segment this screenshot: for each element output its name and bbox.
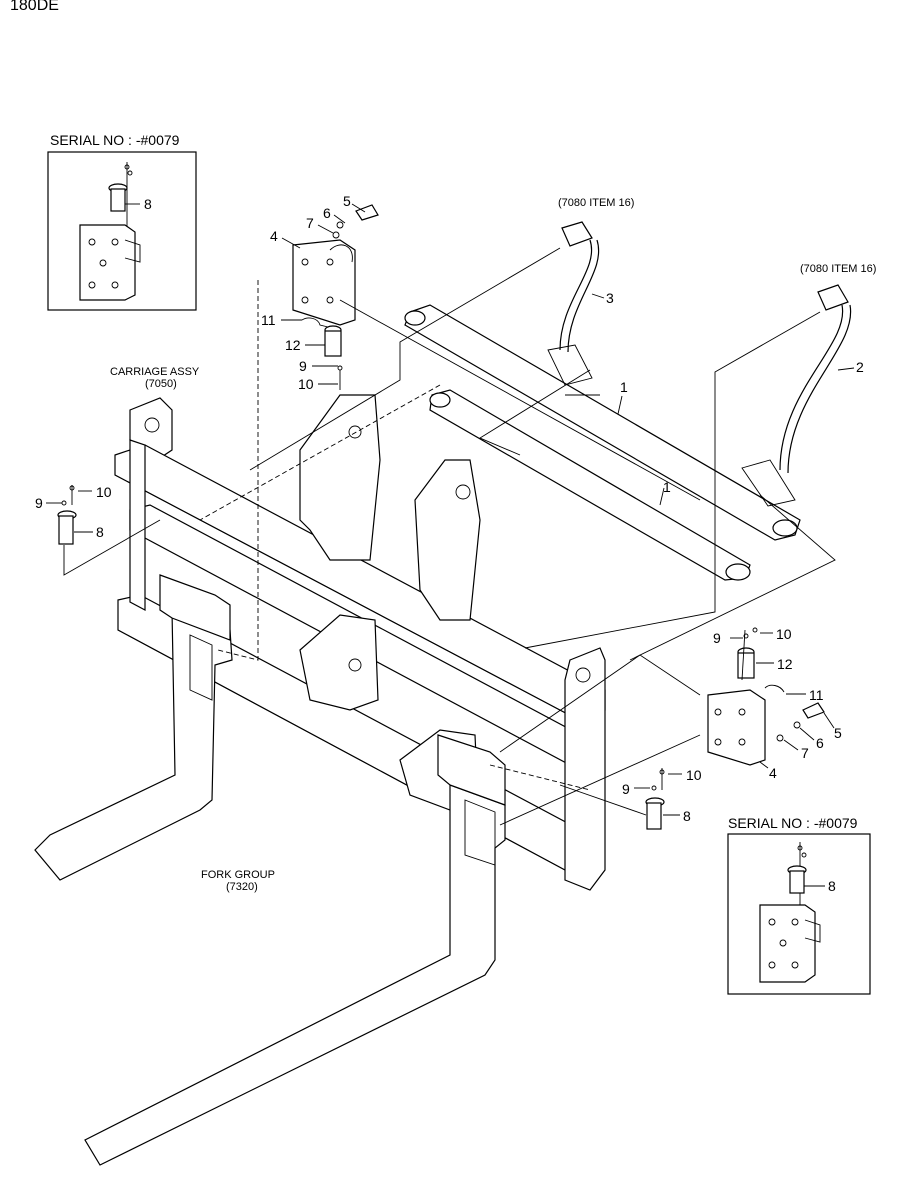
callout-1-lower: 1 — [663, 479, 671, 495]
callout-11-right: 11 — [809, 687, 824, 703]
callout-12-top: 12 — [285, 337, 301, 353]
callout-8-box-top: 8 — [144, 196, 152, 212]
serial-label-lower-right: SERIAL NO : -#0079 — [728, 815, 858, 831]
callout-11-top: 11 — [261, 312, 276, 328]
callout-9-top: 9 — [299, 358, 307, 374]
callout-10-right: 10 — [776, 626, 792, 642]
carriage-assy-ref: (7050) — [145, 378, 177, 390]
serial-box-top-left: SERIAL NO : -#0079 8 — [47, 132, 197, 311]
hose-assembly-left — [547, 221, 600, 386]
callout-4-right: 4 — [769, 765, 777, 781]
callout-12-right: 12 — [777, 656, 793, 672]
callout-7-right: 7 — [801, 745, 809, 761]
carriage-assy-label: CARRIAGE ASSY — [110, 366, 200, 378]
right-bracket-group — [707, 627, 825, 766]
callout-2: 2 — [856, 359, 864, 375]
model-title: 180DE — [10, 0, 59, 14]
callout-8-left: 8 — [96, 524, 104, 540]
cylinder-upper — [404, 304, 801, 541]
callout-7-top: 7 — [306, 215, 314, 231]
left-fork — [34, 574, 233, 881]
callout-5-top: 5 — [343, 193, 351, 209]
top-left-bracket-group — [292, 204, 379, 390]
pin-bracket-icon — [79, 162, 141, 301]
callout-6-top: 6 — [323, 205, 331, 221]
callout-4-top: 4 — [270, 228, 278, 244]
right-fork — [84, 734, 506, 1166]
left-pin-group — [57, 485, 161, 576]
callout-9-left: 9 — [35, 495, 43, 511]
hose-ref-left: (7080 ITEM 16) — [558, 197, 634, 209]
lower-right-pin-group — [559, 768, 665, 830]
callout-8-box-lower: 8 — [828, 878, 836, 894]
callout-10-top: 10 — [298, 376, 314, 392]
callout-10-left: 10 — [96, 484, 112, 500]
hose-assembly-right — [741, 284, 852, 507]
serial-box-lower-right: SERIAL NO : -#0079 8 — [727, 815, 871, 995]
callout-3: 3 — [606, 290, 614, 306]
callout-10-lower: 10 — [686, 767, 702, 783]
fork-group-label: FORK GROUP — [201, 869, 275, 881]
callout-8-lower: 8 — [683, 808, 691, 824]
cylinder-lower — [429, 389, 751, 581]
callout-6-right: 6 — [816, 735, 824, 751]
callout-1-upper: 1 — [620, 379, 628, 395]
callout-5-right: 5 — [834, 725, 842, 741]
hose-ref-right: (7080 ITEM 16) — [800, 263, 876, 275]
callout-9-right: 9 — [713, 630, 721, 646]
callout-9-lower: 9 — [622, 781, 630, 797]
pin-bracket-icon — [759, 842, 821, 983]
fork-group-ref: (7320) — [226, 881, 258, 893]
serial-label-top-left: SERIAL NO : -#0079 — [50, 132, 180, 148]
